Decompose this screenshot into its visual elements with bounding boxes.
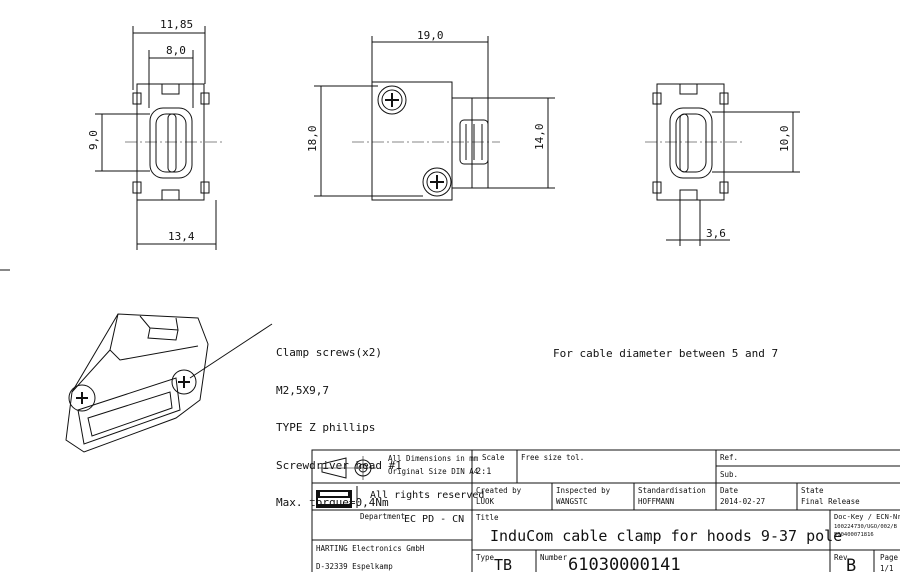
standardisation-value: HOFFMANN [638, 497, 675, 506]
rev-value: B [846, 556, 857, 576]
inspected-by-value: WANGSTC [556, 497, 588, 506]
dimensions-line2: Original Size DIN A4 [388, 467, 479, 476]
company-address: D-32339 Espelkamp [316, 562, 393, 571]
dim-front-bottom: 13,4 [168, 230, 195, 243]
page-label: Page [880, 553, 899, 562]
ref-label: Ref. [720, 453, 739, 462]
created-by-value: LUOK [476, 497, 495, 506]
date-label: Date [720, 486, 739, 495]
isometric-view [65, 313, 273, 453]
title-block-grid [311, 449, 900, 572]
dockey-value2: 500400071816 [834, 532, 874, 538]
title-value: InduCom cable clamp for hoods 9-37 pole [490, 527, 843, 545]
harting-logo [316, 490, 352, 508]
dim-rear-bottom: 3,6 [706, 227, 726, 240]
inspected-by-label: Inspected by [556, 486, 611, 495]
callout-line: TYPE Z phillips [276, 421, 376, 434]
standardisation-label: Standardisation [638, 486, 706, 495]
dim-side-top: 19,0 [417, 29, 444, 42]
department-label: Department [360, 512, 406, 521]
type-label: Type [476, 553, 495, 562]
scale-value: 2:1 [476, 467, 492, 477]
dockey-label: Doc-Key / ECN-Nr. [834, 513, 900, 521]
rev-label: Rev [834, 553, 848, 562]
title-label: Title [476, 513, 499, 522]
callout-line: Clamp screws(x2) [276, 346, 382, 359]
clamp-screw-callout: Clamp screws(x2) M2,5X9,7 TYPE Z phillip… [276, 322, 402, 522]
number-value: 61030000141 [568, 555, 681, 575]
side-view [314, 36, 555, 201]
cable-diameter-note: For cable diameter between 5 and 7 [553, 347, 779, 360]
type-value: TB [494, 556, 513, 574]
dim-front-top-outer: 11,85 [160, 18, 193, 31]
dim-rear-right: 10,0 [778, 126, 791, 153]
dim-front-top-inner: 8,0 [166, 44, 186, 57]
front-view [95, 26, 225, 250]
dim-front-left: 9,0 [87, 130, 100, 150]
callout-line: Screwdriver head #1 [276, 458, 402, 472]
free-size-tol: Free size tol. [521, 453, 585, 462]
rights-reserved: All rights reserved [370, 490, 485, 501]
scale-label: Scale [482, 453, 505, 462]
state-label: State [801, 486, 824, 495]
dim-side-right: 14,0 [533, 124, 546, 151]
created-by-label: Created by [476, 486, 522, 495]
callout-line: Max. torque=0,4Nm [276, 496, 389, 509]
dimensions-line1: All Dimensions in mm [388, 454, 479, 463]
state-value: Final Release [801, 497, 860, 506]
number-label: Number [540, 553, 568, 562]
dockey-value1: 100224730/UGO/002/B [834, 524, 897, 530]
date-value: 2014-02-27 [720, 497, 766, 506]
sub-label: Sub. [720, 470, 739, 479]
rear-view [645, 83, 800, 246]
callout-line: M2,5X9,7 [276, 383, 329, 397]
page-value: 1/1 [880, 564, 894, 573]
company-name: HARTING Electronics GmbH [316, 544, 425, 553]
department-value: EC PD - CN [404, 514, 465, 525]
dim-side-left: 18,0 [306, 126, 319, 153]
